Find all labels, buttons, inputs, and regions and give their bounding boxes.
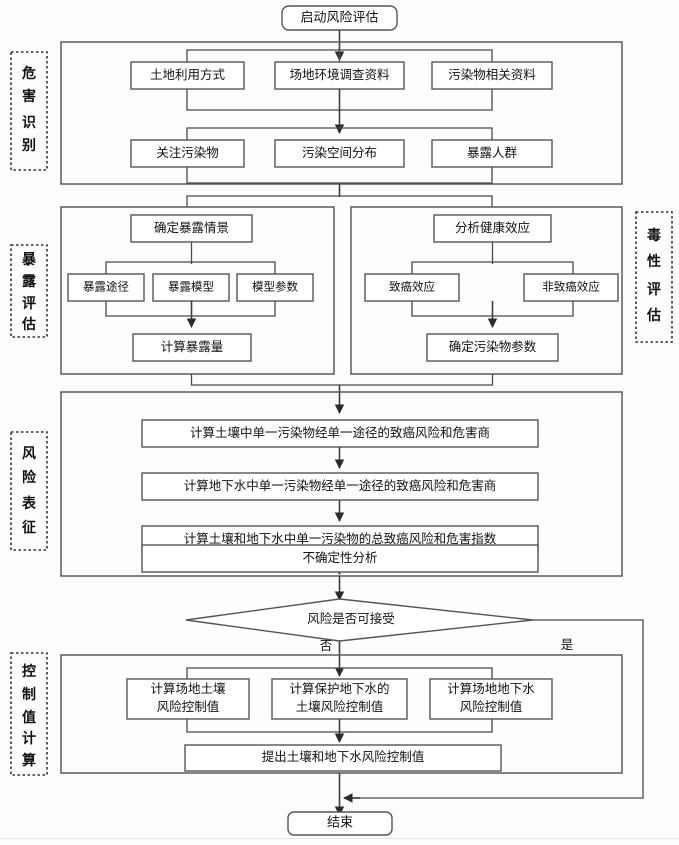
stage-label-exposure-2: 露: [22, 273, 37, 290]
stage-label-toxicity-1: 毒: [647, 227, 661, 244]
toxicity-box-non-carcinogenic-label: 非致癌效应: [542, 280, 600, 294]
edge-stage2-fanout: [186, 195, 493, 207]
exposure-box-calculate-dose-label: 计算暴露量: [161, 339, 224, 354]
risk-box-uncertainty-shape[interactable]: [141, 544, 539, 573]
hazard-box-land-use-label: 土地利用方式: [150, 67, 226, 82]
decision-question-label: 风险是否可接受: [307, 611, 395, 626]
edge-exposure-fanout: [105, 261, 276, 274]
bottom-divider: [0, 838, 679, 839]
stage-label-toxicity-3: 评: [647, 282, 661, 298]
exposure-box-parameters[interactable]: [236, 273, 314, 302]
start-node-label: 启动风险评估: [300, 9, 378, 24]
control-box-final-values-label: 提出土壤和地下水风险控制值: [262, 749, 425, 764]
stage-label-control-4: 计: [22, 730, 36, 747]
stage-label-risk-1: 风: [22, 446, 36, 462]
control-value-calculation-container: [60, 654, 623, 774]
exposure-box-scenario-label: 确定暴露情景: [154, 220, 229, 235]
hazard-box-exposed-population[interactable]: [431, 139, 553, 168]
hazard-box-site-survey[interactable]: [274, 61, 405, 90]
stage-label-risk-2: 险: [22, 469, 37, 486]
control-box-protect-groundwater-label-line2: 土壤风险控制值: [296, 699, 384, 714]
edge-hazard-row2-merge: [186, 167, 493, 184]
control-box-site-groundwater-label-line1: 计算场地地下水: [447, 681, 535, 696]
stage-label-toxicity-4: 估: [646, 307, 661, 324]
stage-label-control-5: 算: [22, 752, 36, 769]
toxicity-box-contaminant-parameters[interactable]: [426, 333, 559, 362]
control-box-site-soil[interactable]: [126, 678, 250, 720]
risk-box-groundwater-single-label: 计算地下水中单一污染物经单一途径的致癌风险和危害商: [184, 478, 497, 493]
risk-box-total-label: 计算土壤和地下水中单一污染物的总致癌风险和危害指数: [184, 531, 497, 546]
stage-label-control-3: 值: [22, 709, 36, 726]
stage-label-exposure-4: 估: [21, 316, 36, 333]
stage-label-hazard-2: 害: [22, 88, 36, 105]
control-box-site-soil-label-line1: 计算场地土壤: [150, 681, 226, 696]
edge-hazard-row2-fanout: [186, 127, 493, 140]
exposure-box-calculate-dose[interactable]: [132, 333, 252, 362]
edge-decision-yes: [352, 619, 644, 799]
risk-box-soil-single[interactable]: [141, 419, 539, 448]
stage-label-control-1: 控: [22, 663, 36, 680]
toxicity-box-health-effects-label: 分析健康效应: [455, 220, 530, 235]
stage-label-control-2: 制: [22, 686, 36, 703]
risk-box-uncertainty-label: 不确定性分析: [302, 550, 377, 565]
edge-exposure-merge: [105, 301, 276, 317]
stage-label-risk-4: 征: [22, 519, 36, 536]
hazard-box-target-contaminants-label: 关注污染物: [156, 145, 219, 160]
edge-control-fanout: [186, 667, 493, 679]
toxicity-assessment-container: [350, 206, 623, 375]
end-node[interactable]: [287, 811, 393, 836]
exposure-box-model-label: 暴露模型: [168, 280, 214, 294]
stage-label-hazard-4: 别: [21, 138, 36, 154]
exposure-box-pathway-label: 暴露途径: [83, 280, 129, 294]
stage-label-box-toxicity-assessment: [635, 211, 673, 343]
control-box-site-groundwater-label-line2: 风险控制值: [460, 699, 523, 714]
edge-stage2-merge: [190, 374, 494, 386]
hazard-box-target-contaminants[interactable]: [130, 139, 245, 168]
toxicity-box-non-carcinogenic[interactable]: [523, 273, 619, 302]
control-box-final-values[interactable]: [184, 744, 502, 772]
control-box-protect-groundwater-label-line1: 计算保护地下水的: [289, 681, 389, 696]
hazard-box-contaminant-data-label: 污染物相关资料: [448, 67, 536, 82]
exposure-box-scenario[interactable]: [130, 214, 253, 243]
stage-label-box-exposure-assessment: [10, 244, 48, 338]
control-box-protect-groundwater[interactable]: [271, 678, 408, 720]
end-node-label: 结束: [327, 814, 353, 829]
control-box-site-soil-label-line2: 风险控制值: [157, 699, 220, 714]
hazard-box-exposed-population-label: 暴露人群: [467, 146, 518, 160]
stage-label-hazard-3: 识: [22, 115, 36, 131]
decision-no-label: 否: [320, 639, 333, 653]
control-box-site-groundwater[interactable]: [429, 678, 553, 720]
hazard-box-land-use[interactable]: [130, 61, 245, 90]
hazard-box-spatial-distribution[interactable]: [274, 139, 405, 168]
exposure-box-pathway[interactable]: [67, 273, 145, 302]
stage-label-toxicity-2: 性: [647, 253, 661, 270]
toxicity-box-carcinogenic-label: 致癌效应: [389, 280, 435, 294]
toxicity-box-carcinogenic[interactable]: [364, 273, 460, 302]
edge-toxicity-fanout: [411, 261, 574, 274]
stage-label-box-control-value-calculation: [10, 652, 48, 776]
stage-label-box-risk-characterization: [10, 431, 48, 551]
hazard-box-contaminant-data[interactable]: [431, 61, 553, 90]
decision-yes-label: 是: [561, 638, 574, 652]
exposure-assessment-container: [60, 206, 335, 375]
stage-label-box-hazard-identification: [10, 51, 48, 171]
risk-box-soil-single-label: 计算土壤中单一污染物经单一途径的致癌风险和危害商: [190, 425, 490, 440]
hazard-identification-container: [60, 41, 623, 185]
stage-label-risk-3: 表: [21, 495, 37, 512]
toxicity-box-health-effects[interactable]: [433, 214, 552, 243]
exposure-box-parameters-label: 模型参数: [252, 280, 298, 294]
stage-label-exposure-1: 暴: [21, 252, 37, 268]
risk-characterization-container: [60, 391, 623, 577]
stage-label-hazard-1: 危: [21, 65, 36, 82]
toxicity-box-contaminant-parameters-label: 确定污染物参数: [449, 339, 537, 354]
hazard-box-spatial-distribution-label: 污染空间分布: [302, 145, 377, 160]
stage-label-exposure-3: 评: [22, 296, 36, 312]
hazard-box-site-survey-label: 场地环境调查资料: [289, 67, 390, 82]
